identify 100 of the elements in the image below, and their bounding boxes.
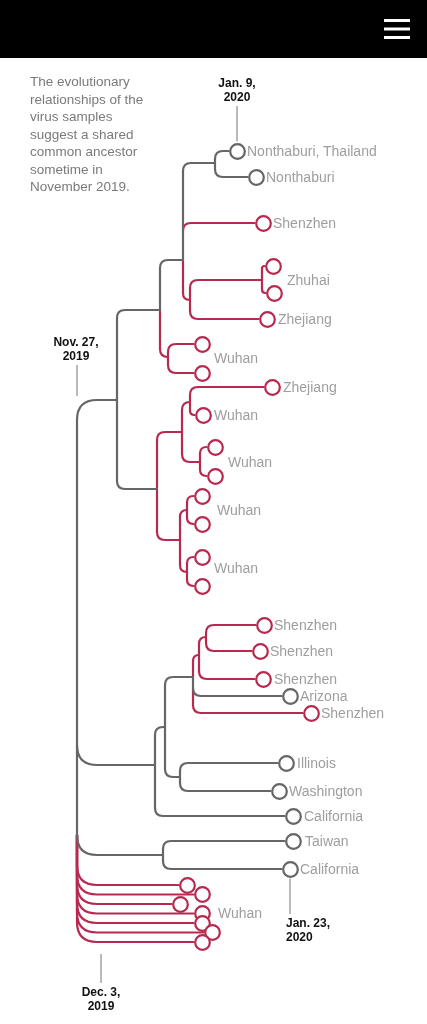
place-label: California xyxy=(304,808,364,824)
tree-branch xyxy=(188,393,192,412)
tree-branch xyxy=(161,859,283,871)
circle-marker xyxy=(263,378,281,396)
place-label: Wuhan xyxy=(228,454,273,470)
circle-marker xyxy=(281,687,299,705)
tree-branch xyxy=(197,642,201,673)
circle-marker xyxy=(270,782,288,800)
circle-marker xyxy=(193,515,211,533)
tree-branch xyxy=(181,258,192,302)
place-label: Taiwan xyxy=(305,833,349,849)
tree-branch xyxy=(185,578,195,588)
leader-line xyxy=(289,877,291,915)
circle-marker xyxy=(281,860,299,878)
circle-marker xyxy=(254,670,272,688)
place-label: Nonthaburi xyxy=(266,169,335,185)
circle-marker xyxy=(194,406,212,424)
date-label: Nov. 27, 2019 xyxy=(46,335,106,363)
tree-branch xyxy=(198,468,208,478)
tree-branch xyxy=(188,309,260,321)
tree-branch xyxy=(204,623,257,635)
place-label: Illinois xyxy=(297,755,336,771)
tree-branch xyxy=(178,515,182,567)
tree-branch xyxy=(191,686,283,698)
circle-marker xyxy=(193,364,211,382)
tree-branch xyxy=(166,363,195,375)
tree-branch xyxy=(260,288,267,295)
tree-branch xyxy=(213,167,249,179)
circle-marker xyxy=(247,168,265,186)
place-label: Arizona xyxy=(300,688,348,704)
tree-branch xyxy=(260,264,266,270)
place-label: Wuhan xyxy=(214,560,259,576)
tree-branch xyxy=(185,555,195,565)
circle-marker xyxy=(193,548,211,566)
tree-branch xyxy=(161,839,286,851)
circle-marker xyxy=(206,467,224,485)
tree-branch xyxy=(197,635,208,646)
circle-marker xyxy=(193,335,211,353)
place-label: Shenzhen xyxy=(270,643,334,659)
tree-branch xyxy=(197,669,256,681)
tree-branch xyxy=(191,675,195,690)
tree-branch xyxy=(188,286,192,313)
tree-branch xyxy=(115,479,159,491)
circle-marker xyxy=(193,886,211,903)
leader-line xyxy=(100,953,102,984)
circle-marker xyxy=(302,704,320,722)
tree-branch xyxy=(178,781,272,793)
tree-branch xyxy=(185,494,195,504)
circle-marker xyxy=(193,487,211,505)
tree-branch xyxy=(181,169,185,262)
tree-branch xyxy=(163,675,195,687)
tree-branch xyxy=(178,563,189,574)
place-label: Nonthaburi, Thailand xyxy=(247,143,377,159)
place-label: Washington xyxy=(289,783,363,799)
tree-branch xyxy=(153,725,167,737)
place-label: Shenzhen xyxy=(274,617,338,633)
tree-branch xyxy=(260,267,264,291)
circle-marker xyxy=(251,642,269,660)
tree-branch xyxy=(166,350,170,367)
leader-line xyxy=(236,105,238,143)
tree-branch xyxy=(158,258,185,270)
tree-branch xyxy=(213,149,230,161)
circle-marker xyxy=(255,616,273,634)
circle-marker xyxy=(178,876,196,894)
circle-marker xyxy=(264,257,282,275)
place-label: Zhuhai xyxy=(287,272,330,288)
tree-branch xyxy=(155,530,182,542)
tree-branch xyxy=(178,769,182,785)
tree-branch xyxy=(185,562,189,581)
tree-branch xyxy=(185,516,195,526)
place-label: Zhejiang xyxy=(278,311,332,327)
tree-branch xyxy=(204,641,253,653)
tree-branch xyxy=(191,653,201,679)
tree-branch xyxy=(153,733,157,810)
place-label: Shenzhen xyxy=(321,705,385,721)
tree-branch xyxy=(75,418,79,837)
tree-branch xyxy=(158,266,162,312)
tree-branch xyxy=(181,161,217,173)
place-label: Zhejiang xyxy=(283,379,337,395)
tree-branch xyxy=(75,833,165,857)
tree-branch xyxy=(115,316,119,483)
tree-branch xyxy=(155,438,159,534)
tree-branch xyxy=(155,430,184,442)
place-label: Wuhan xyxy=(217,502,262,518)
leader-line xyxy=(76,364,78,397)
circle-marker xyxy=(284,807,302,825)
place-label: Wuhan xyxy=(218,905,263,921)
circle-marker xyxy=(277,754,295,772)
tree-branch xyxy=(180,400,192,412)
tree-branch xyxy=(115,308,162,320)
tree-branch xyxy=(198,452,202,471)
circle-marker xyxy=(193,933,211,951)
circle-marker xyxy=(258,310,276,328)
circle-marker xyxy=(265,284,283,302)
tree-branch xyxy=(188,278,264,290)
tree-branch xyxy=(163,683,167,771)
place-label: Wuhan xyxy=(214,407,259,423)
circle-marker xyxy=(193,577,211,595)
place-label: Shenzhen xyxy=(273,215,337,231)
place-label: Wuhan xyxy=(214,350,259,366)
